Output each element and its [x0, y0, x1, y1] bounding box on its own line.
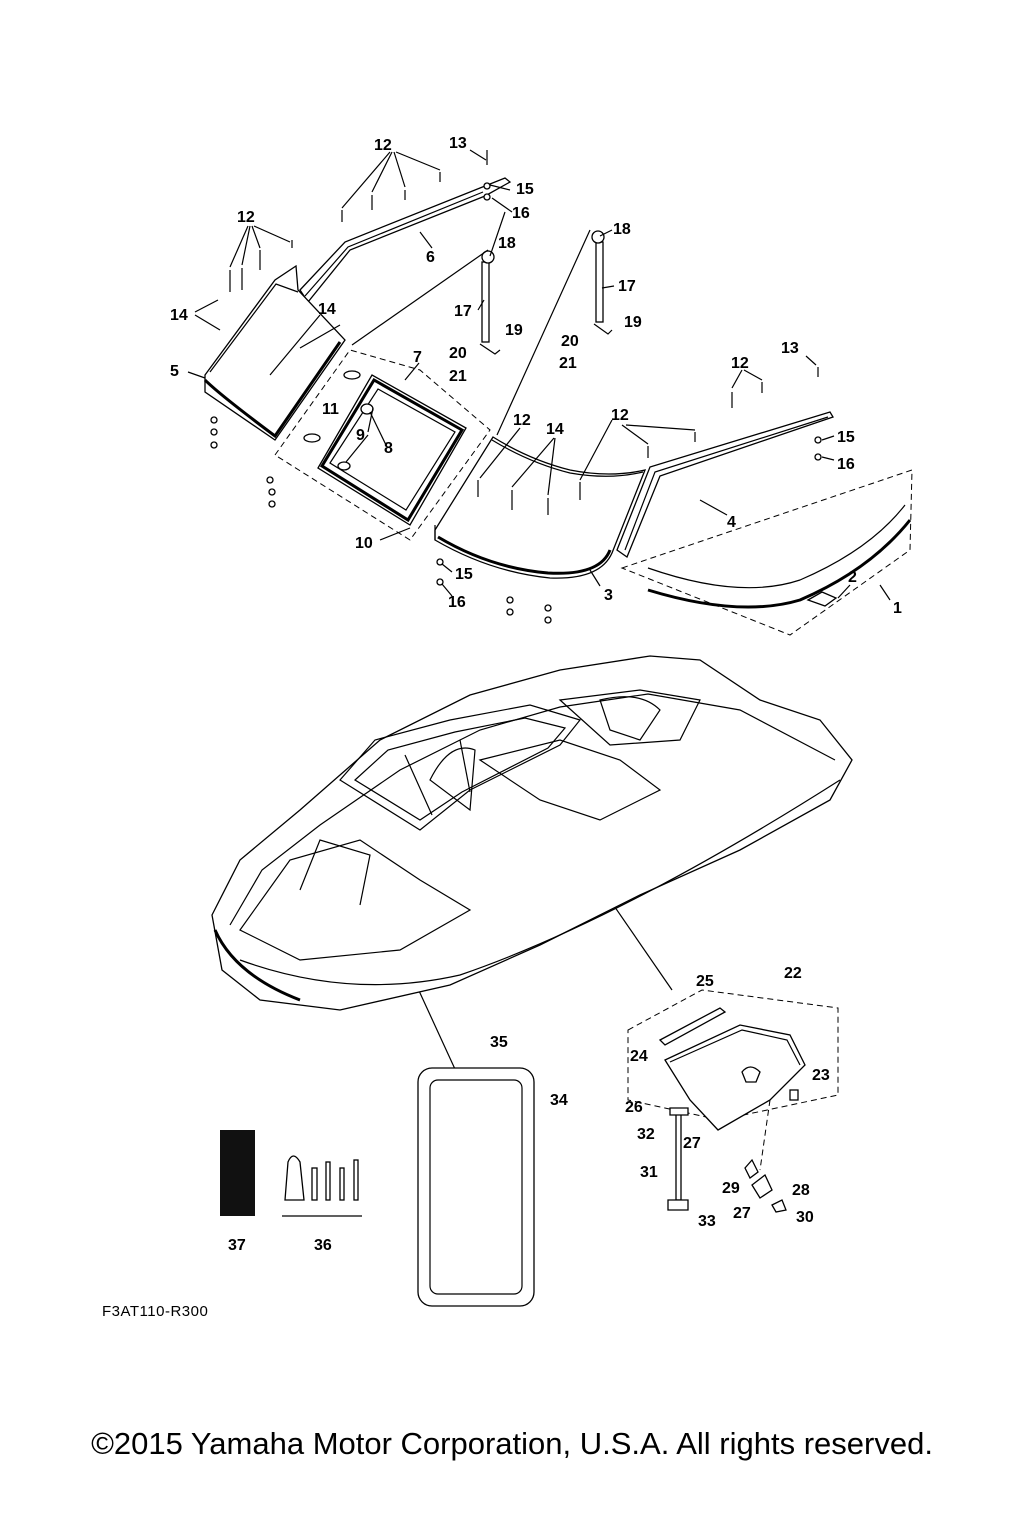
callout-28: 28	[792, 1182, 810, 1199]
callout-21b: 21	[559, 355, 577, 372]
callout-12c: 12	[513, 412, 531, 429]
callout-27a: 27	[683, 1135, 701, 1152]
callout-36: 36	[314, 1237, 332, 1254]
callout-12e: 12	[731, 355, 749, 372]
callout-labels: 1 2 3 4 5 6 7 8 9 10 11 12 12 12 12 12 1…	[170, 135, 902, 1254]
callout-15c: 15	[455, 566, 473, 583]
part-37-block	[220, 1130, 255, 1216]
callout-8: 8	[384, 440, 393, 457]
callout-35: 35	[490, 1034, 508, 1051]
part-22-lid-group	[627, 989, 839, 1131]
callout-29: 29	[722, 1180, 740, 1197]
callout-19a: 19	[505, 322, 523, 339]
callout-37: 37	[228, 1237, 246, 1254]
callout-27b: 27	[733, 1205, 751, 1222]
callout-13b: 13	[781, 340, 799, 357]
callout-3: 3	[604, 587, 613, 604]
callout-1: 1	[893, 600, 902, 617]
copyright-notice: ©2015 Yamaha Motor Corporation, U.S.A. A…	[91, 1426, 933, 1461]
callout-7: 7	[413, 349, 422, 366]
callout-14c: 14	[546, 421, 564, 438]
callout-21a: 21	[449, 368, 467, 385]
part-5-left-glass	[203, 264, 346, 441]
callout-20b: 20	[561, 333, 579, 350]
callout-2: 2	[848, 569, 857, 586]
callout-31: 31	[640, 1164, 658, 1181]
callout-14b: 14	[318, 301, 336, 318]
callout-5: 5	[170, 363, 179, 380]
callout-16c: 16	[448, 594, 466, 611]
part-17-strut-left	[479, 250, 501, 355]
part-4-right-rail	[616, 411, 834, 558]
part-34-panel	[417, 1067, 535, 1307]
callout-17a: 17	[454, 303, 472, 320]
callout-13a: 13	[449, 135, 467, 152]
diagram-code: F3AT110-R300	[102, 1303, 208, 1320]
callout-26: 26	[625, 1099, 643, 1116]
part-1-trim-group	[620, 469, 913, 636]
callout-22: 22	[784, 965, 802, 982]
callout-16a: 16	[512, 205, 530, 222]
callout-11: 11	[322, 401, 339, 418]
part-3-front-glass	[434, 436, 647, 579]
part-36-tool-kit	[282, 1155, 362, 1217]
callout-34: 34	[550, 1092, 568, 1109]
part-7-center-window-group	[274, 349, 491, 541]
callout-18a: 18	[498, 235, 516, 252]
callout-16b: 16	[837, 456, 855, 473]
part-31-stay-rod	[667, 1107, 689, 1211]
callout-4: 4	[727, 514, 736, 531]
parts-27-30-hardware	[744, 1099, 787, 1213]
callout-15a: 15	[516, 181, 534, 198]
callout-12a: 12	[374, 137, 392, 154]
callout-leaders	[187, 149, 891, 601]
callout-19b: 19	[624, 314, 642, 331]
callout-20a: 20	[449, 345, 467, 362]
callout-15b: 15	[837, 429, 855, 446]
callout-33: 33	[698, 1213, 716, 1230]
callout-24: 24	[630, 1048, 648, 1065]
fasteners	[210, 150, 822, 624]
callout-10: 10	[355, 535, 373, 552]
callout-30: 30	[796, 1209, 814, 1226]
callout-12b: 12	[237, 209, 255, 226]
callout-18b: 18	[613, 221, 631, 238]
callout-12d: 12	[611, 407, 629, 424]
callout-9: 9	[356, 427, 365, 444]
callout-25: 25	[696, 973, 714, 990]
callout-32: 32	[637, 1126, 655, 1143]
callout-23: 23	[812, 1067, 830, 1084]
callout-14a: 14	[170, 307, 188, 324]
part-17-strut-right	[591, 230, 613, 335]
part-6-rail	[299, 177, 512, 304]
callout-17b: 17	[618, 278, 636, 295]
callout-6: 6	[426, 249, 435, 266]
boat-hull	[211, 655, 853, 1011]
